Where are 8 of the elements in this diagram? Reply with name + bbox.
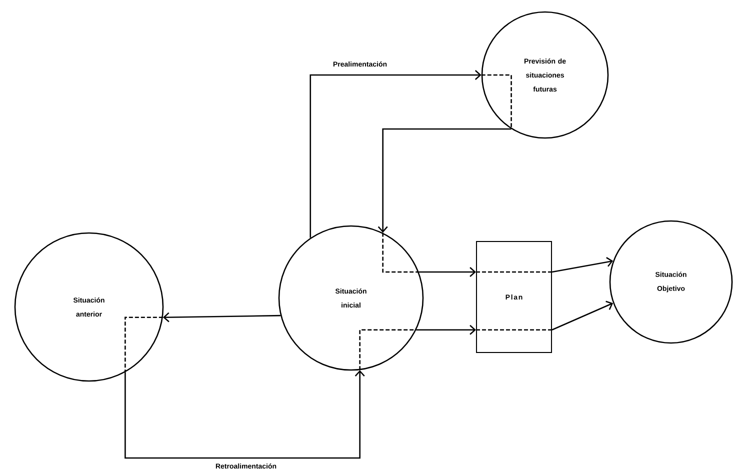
arrow <box>416 324 476 335</box>
arrow <box>378 128 512 233</box>
arrow <box>552 257 614 273</box>
arrow <box>124 370 365 459</box>
arrow <box>162 312 281 322</box>
arrow <box>552 300 614 330</box>
arrow <box>310 70 482 238</box>
arrow <box>418 266 476 277</box>
